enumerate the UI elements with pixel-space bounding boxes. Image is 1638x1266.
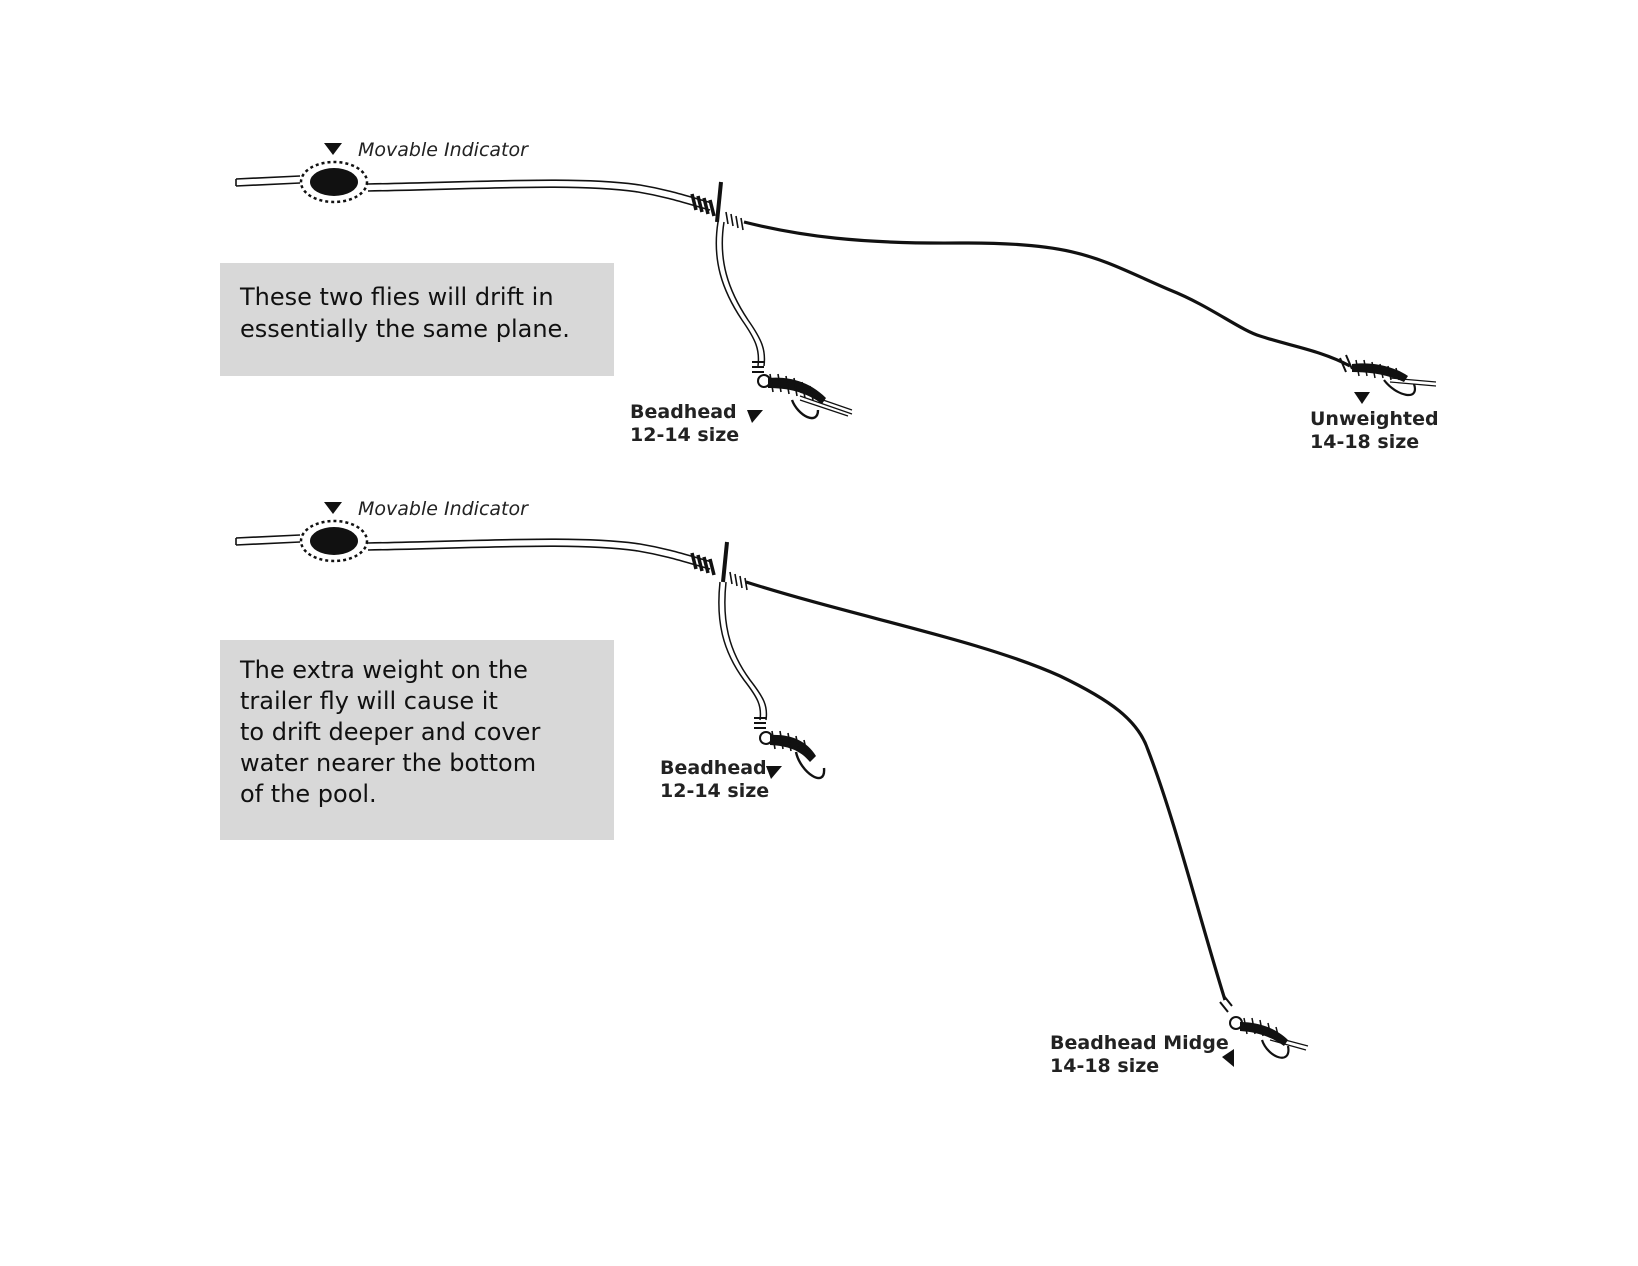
- trailer-line-bottom: [745, 580, 1227, 1001]
- indicator-pointer-icon: [324, 143, 342, 155]
- knot-icon: [690, 541, 748, 591]
- indicator-pointer-icon: [324, 502, 342, 514]
- beadhead-fly-icon-bottom: [754, 717, 826, 780]
- fly2-pointer-icon-top: [1354, 392, 1370, 404]
- leader-line-top: [235, 175, 713, 211]
- dropper-tippet-top: [715, 221, 766, 367]
- unweighted-fly-icon-top: [1339, 354, 1437, 396]
- caption-box-bottom: [220, 640, 614, 840]
- fly1-pointer-icon-bottom: [766, 766, 782, 779]
- fly2-label-bottom: Beadhead Midge 14-18 size: [1050, 1032, 1235, 1077]
- fly2-label-top: Unweighted 14-18 size: [1310, 408, 1445, 453]
- fly1-pointer-icon-top: [747, 410, 763, 423]
- rig-top: These two flies will drift in essentiall…: [220, 139, 1445, 453]
- indicator-icon: [299, 160, 369, 204]
- beadhead-fly-icon-top: [752, 361, 853, 420]
- indicator-icon: [299, 519, 369, 563]
- dropper-tippet-bottom: [718, 581, 768, 721]
- fly1-label-top: Beadhead 12-14 size: [630, 401, 743, 446]
- knot-icon: [690, 181, 744, 231]
- caption-box-top: [220, 263, 614, 376]
- rig-bottom: The extra weight on the trailer fly will…: [220, 498, 1309, 1077]
- caption-bottom: The extra weight on the trailer fly will…: [239, 656, 548, 808]
- indicator-label-bottom: Movable Indicator: [358, 498, 529, 520]
- trailer-line-top: [743, 220, 1351, 368]
- leader-line-bottom: [235, 534, 713, 570]
- indicator-label-top: Movable Indicator: [358, 139, 529, 161]
- fly2-pointer-icon-bottom: [1222, 1049, 1234, 1067]
- beadhead-midge-icon-bottom: [1219, 995, 1309, 1059]
- fly1-label-bottom: Beadhead 12-14 size: [660, 757, 773, 802]
- caption-top: These two flies will drift in essentiall…: [239, 283, 570, 343]
